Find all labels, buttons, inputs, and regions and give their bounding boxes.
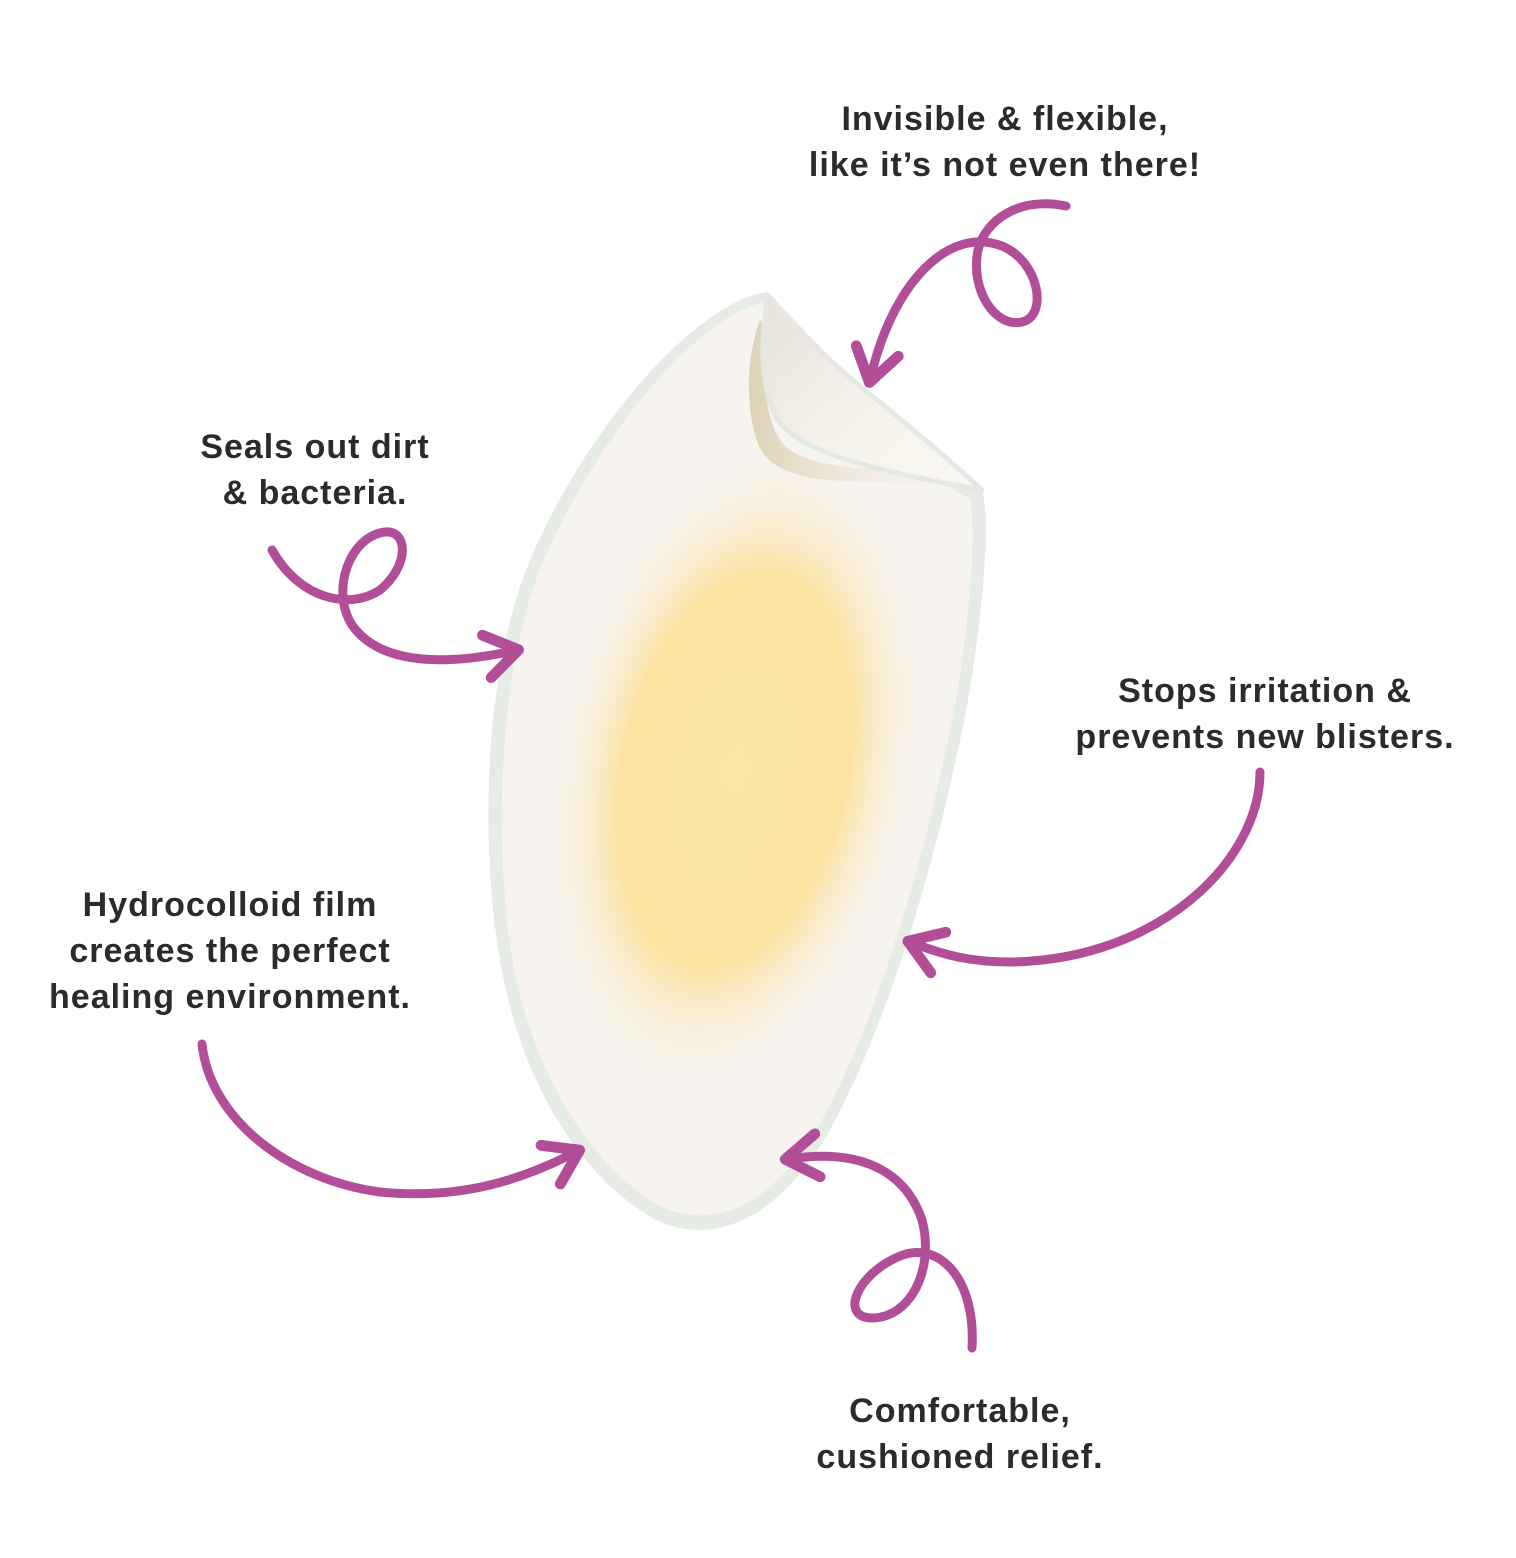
callout-line: creates the perfect — [69, 932, 391, 970]
callout-invisible-flexible: Invisible & flexible, like it’s not even… — [760, 96, 1250, 188]
callout-line: Seals out dirt — [200, 428, 430, 466]
curly-arrow-icon — [850, 199, 1071, 388]
callout-line: & bacteria. — [222, 474, 408, 512]
callout-line: Hydrocolloid film — [82, 886, 378, 924]
callout-line: Invisible & flexible, — [841, 100, 1169, 138]
curly-arrow-icon — [197, 1039, 586, 1199]
callout-line: Stops irritation & — [1118, 672, 1412, 710]
curly-arrow-icon — [779, 1128, 977, 1353]
callout-seals-dirt: Seals out dirt & bacteria. — [160, 424, 470, 516]
callout-hydrocolloid-film: Hydrocolloid film creates the perfect he… — [20, 882, 440, 1020]
hydrocolloid-pad — [541, 444, 929, 1096]
callout-stops-irritation: Stops irritation & prevents new blisters… — [1040, 668, 1490, 760]
callout-comfortable-relief: Comfortable, cushioned relief. — [790, 1388, 1130, 1480]
peel-flap — [760, 293, 985, 493]
callout-line: cushioned relief. — [816, 1438, 1104, 1476]
curly-arrow-icon — [902, 767, 1265, 979]
callout-line: prevents new blisters. — [1075, 718, 1455, 756]
callout-line: Comfortable, — [849, 1392, 1071, 1430]
bandage-icon — [488, 292, 986, 1230]
callout-line: healing environment. — [49, 978, 411, 1016]
curly-arrow-icon — [267, 527, 524, 683]
callout-line: like it’s not even there! — [808, 146, 1202, 184]
